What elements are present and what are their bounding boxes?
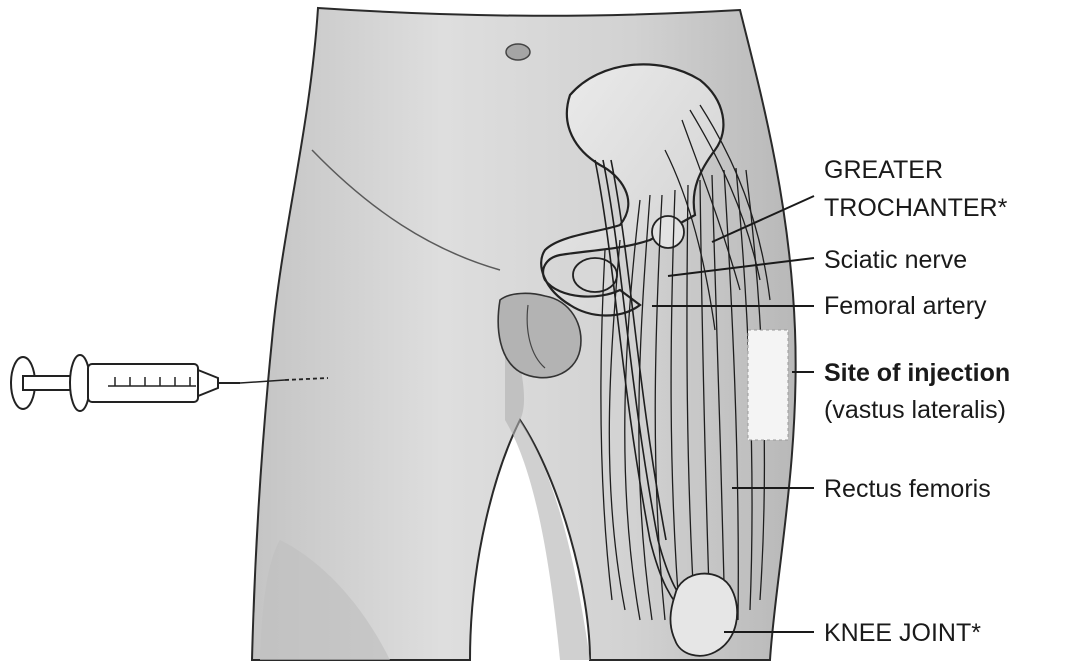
label-greater-trochanter-line2: TROCHANTER*	[824, 193, 1007, 223]
femoral-head	[652, 216, 684, 248]
label-sciatic-nerve: Sciatic nerve	[824, 245, 967, 275]
knee-joint-bone	[670, 574, 737, 656]
label-greater-trochanter-line1: GREATER	[824, 155, 943, 185]
label-vastus-lateralis: (vastus lateralis)	[824, 395, 1006, 425]
injection-site-area	[748, 330, 788, 440]
navel	[506, 44, 530, 60]
label-femoral-artery: Femoral artery	[824, 291, 987, 321]
syringe-icon	[11, 355, 240, 411]
label-rectus-femoris: Rectus femoris	[824, 474, 991, 504]
label-knee-joint: KNEE JOINT*	[824, 618, 981, 648]
label-site-of-injection: Site of injection	[824, 358, 1010, 388]
